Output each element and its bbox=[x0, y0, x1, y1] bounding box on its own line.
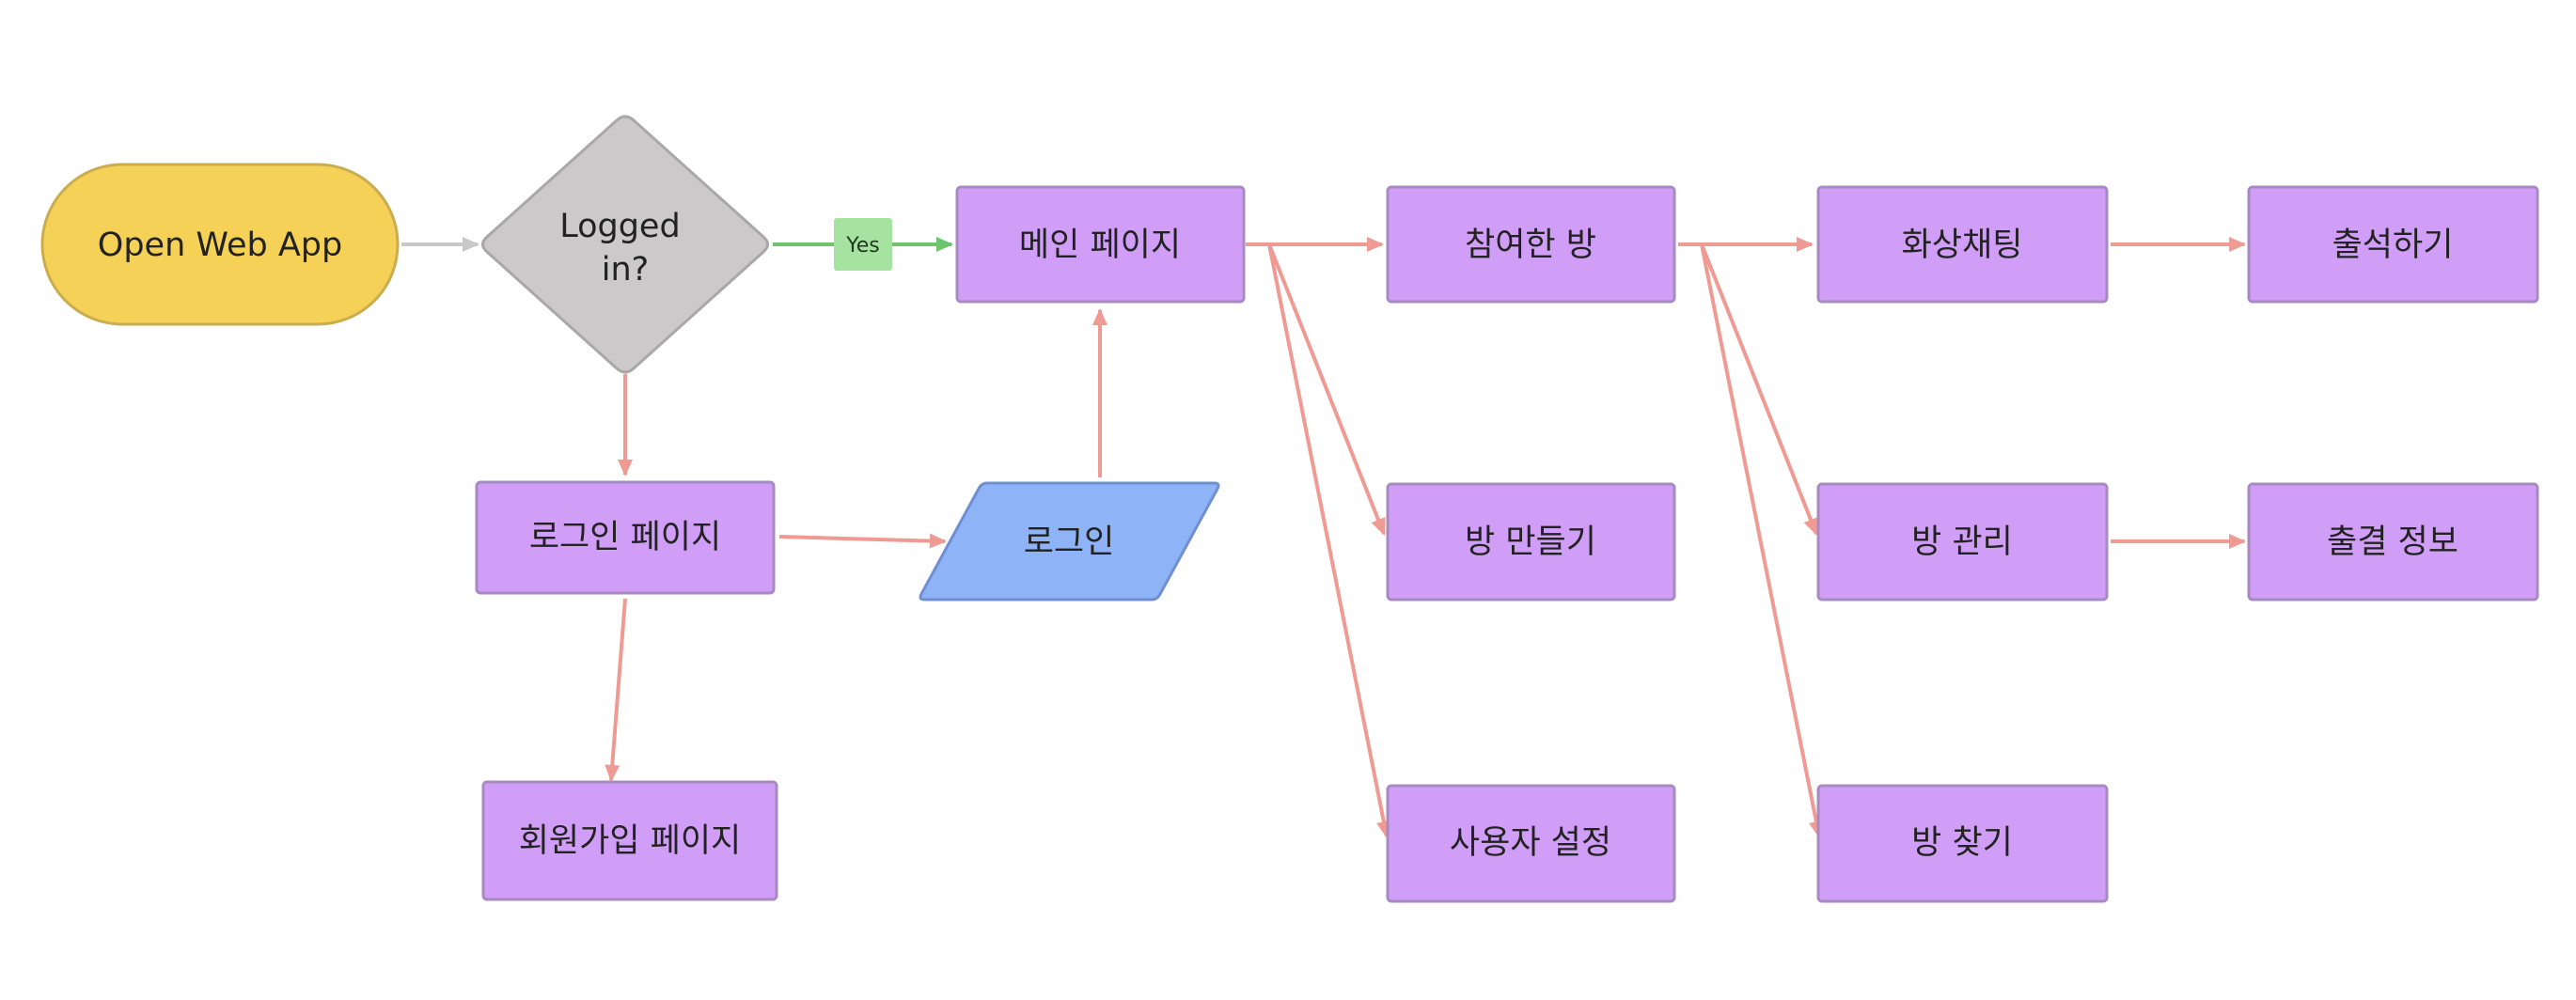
edge-login-page-to-login bbox=[778, 533, 947, 549]
process-box bbox=[2247, 482, 2539, 602]
node-label-create-room: 방 만들기 bbox=[1465, 523, 1596, 561]
node-label-joined-rooms: 참여한 방 bbox=[1465, 227, 1596, 264]
io-parallelogram-shape bbox=[919, 481, 1220, 602]
process-box bbox=[955, 185, 1246, 304]
edge-main-to-create-room bbox=[1267, 243, 1386, 536]
node-label-main-page: 메인 페이지 bbox=[1019, 227, 1181, 264]
process-box bbox=[1816, 482, 2109, 602]
edge-main-to-user-settings bbox=[1267, 243, 1391, 838]
node-label-check-in: 출석하기 bbox=[2333, 227, 2454, 264]
node-find-room[interactable]: 방 찾기 bbox=[1816, 784, 2109, 903]
process-box bbox=[1386, 185, 1676, 304]
decision-diamond-shape bbox=[481, 115, 769, 374]
node-open-web-app[interactable]: Open Web App bbox=[40, 163, 400, 326]
node-label-login-page: 로그인 페이지 bbox=[529, 519, 721, 556]
node-video-chat[interactable]: 화상채팅 bbox=[1816, 185, 2109, 304]
node-check-in[interactable]: 출석하기 bbox=[2247, 185, 2539, 304]
node-label-room-manage: 방 관리 bbox=[1911, 523, 2013, 561]
edge-label-yes: Yes bbox=[834, 218, 892, 271]
edge-joined-to-room-manage bbox=[1700, 243, 1818, 536]
process-box bbox=[475, 480, 776, 595]
node-label-login: 로그인 bbox=[1024, 523, 1115, 561]
node-label-attendance-info: 출결 정보 bbox=[2327, 523, 2458, 561]
node-label-logged-in-line-2: in? bbox=[602, 251, 649, 289]
yes-label-text: Yes bbox=[845, 234, 880, 258]
node-label-signup-page: 회원가입 페이지 bbox=[519, 822, 742, 860]
edge-joined-to-find-room bbox=[1700, 243, 1824, 838]
node-login-io[interactable]: 로그인 bbox=[919, 481, 1220, 602]
start-terminal-shape bbox=[40, 163, 400, 326]
process-box bbox=[2247, 185, 2539, 304]
yes-label-background bbox=[834, 218, 892, 271]
node-label-logged-in: Logged in? bbox=[559, 208, 691, 289]
node-user-settings[interactable]: 사용자 설정 bbox=[1386, 784, 1676, 903]
node-label-logged-in-line-1: Logged bbox=[559, 208, 680, 245]
edge-login-page-to-signup bbox=[605, 598, 627, 782]
node-label-user-settings: 사용자 설정 bbox=[1450, 824, 1611, 862]
node-logged-in-decision[interactable]: Logged in? bbox=[481, 115, 769, 374]
process-box bbox=[1816, 185, 2109, 304]
node-label-find-room: 방 찾기 bbox=[1911, 824, 2013, 862]
node-label-open-web-app: Open Web App bbox=[98, 227, 342, 264]
node-create-room[interactable]: 방 만들기 bbox=[1386, 482, 1676, 602]
process-box bbox=[481, 780, 778, 901]
edges bbox=[401, 237, 2246, 838]
process-box bbox=[1386, 784, 1676, 903]
node-attendance-info[interactable]: 출결 정보 bbox=[2247, 482, 2539, 602]
node-label-video-chat: 화상채팅 bbox=[1902, 227, 2023, 264]
node-signup-page[interactable]: 회원가입 페이지 bbox=[481, 780, 778, 901]
node-joined-rooms[interactable]: 참여한 방 bbox=[1386, 185, 1676, 304]
node-main-page[interactable]: 메인 페이지 bbox=[955, 185, 1246, 304]
node-login-page[interactable]: 로그인 페이지 bbox=[475, 480, 776, 595]
process-box bbox=[1386, 482, 1676, 602]
process-box bbox=[1816, 784, 2109, 903]
node-room-manage[interactable]: 방 관리 bbox=[1816, 482, 2109, 602]
